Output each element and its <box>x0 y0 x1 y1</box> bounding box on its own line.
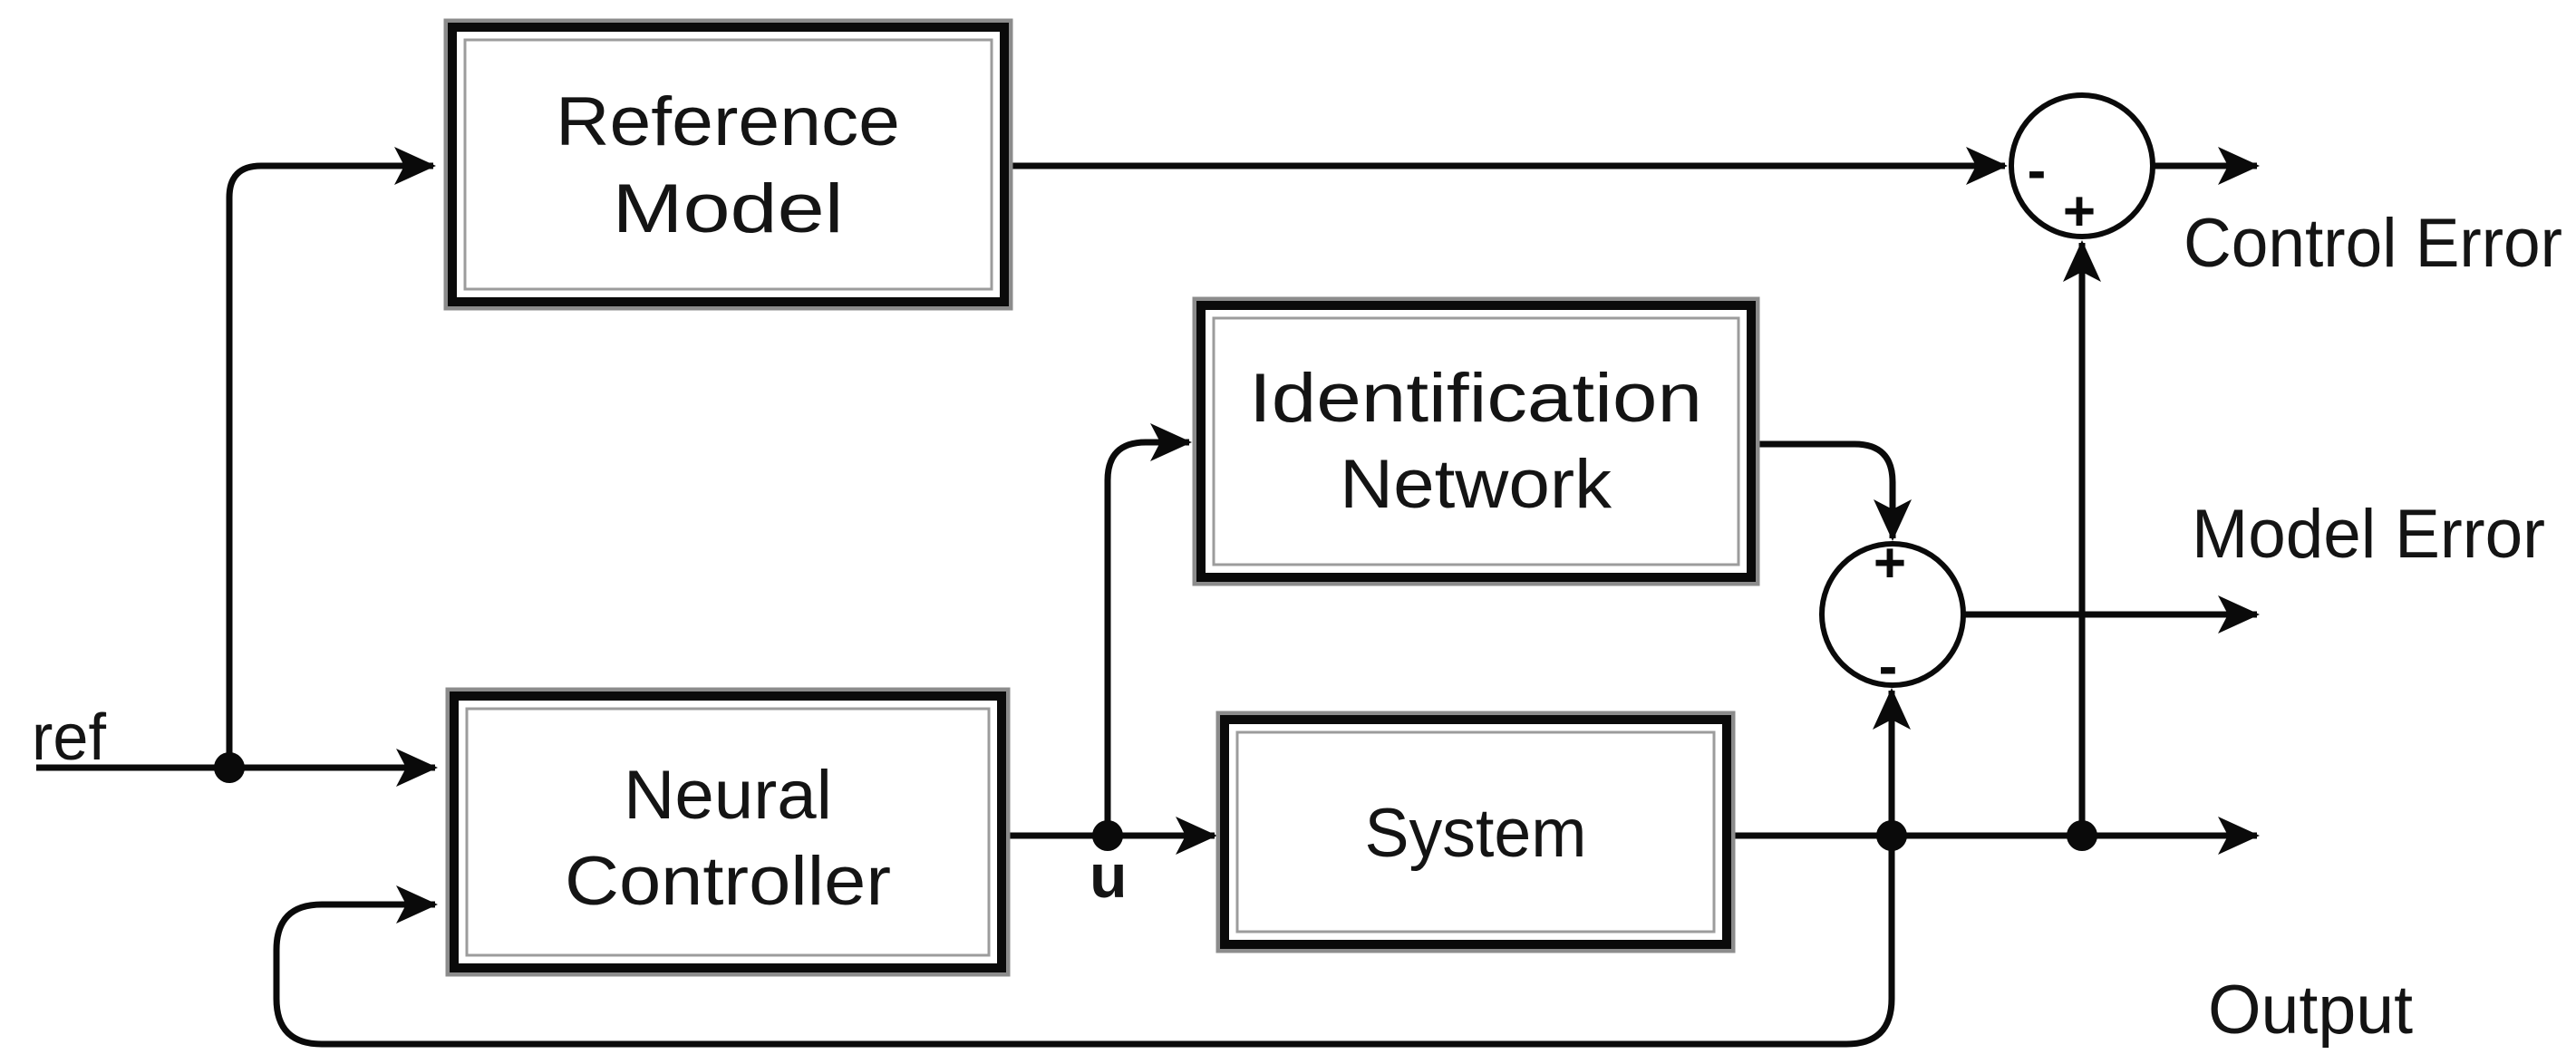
neural-controller-label-line1: Neural <box>624 757 832 834</box>
system-label: System <box>1365 795 1587 872</box>
output-label-control-error: Control Error <box>2184 205 2562 282</box>
identification-network-box <box>1196 301 1756 582</box>
system-inner-line <box>1235 730 1716 933</box>
control-error-sum-left-sign: - <box>2028 140 2047 202</box>
connector-feedback-to-controller <box>273 836 1895 1048</box>
summing-junction-control-error: - + <box>2009 92 2155 243</box>
output-label-output: Output <box>2208 972 2413 1049</box>
reference-model-outline <box>443 18 1013 311</box>
identification-network-inner-line <box>1212 316 1740 566</box>
summing-junction-model-error: + - <box>1819 532 1966 698</box>
identification-network-label-line2: Network <box>1340 446 1612 523</box>
identification-network-outline <box>1192 296 1760 586</box>
connector-ref-to-reference-model <box>226 147 436 768</box>
reference-model-label-line1: Reference <box>556 83 900 160</box>
model-error-sum-circle <box>1819 541 1966 688</box>
system-outline <box>1215 711 1736 953</box>
signal-label-u: u <box>1089 842 1128 911</box>
connector-identification-network-to-model-sum <box>1756 440 1912 541</box>
model-error-sum-bottom-sign: - <box>1879 635 1898 698</box>
signal-label-ref: ref <box>32 701 107 774</box>
neural-controller-box <box>450 692 1006 972</box>
junction-dot-output-left <box>1876 820 1907 851</box>
model-error-sum-top-sign: + <box>1874 532 1906 595</box>
block-system: System <box>1215 711 1736 953</box>
neural-controller-outline <box>445 687 1011 977</box>
junction-dot-output-right <box>2067 820 2097 851</box>
connector-u-to-identification-network <box>1104 423 1192 836</box>
output-label-model-error: Model Error <box>2192 496 2545 573</box>
system-box <box>1220 715 1731 949</box>
block-identification-network: Identification Network <box>1192 296 1760 586</box>
identification-network-label-line1: Identification <box>1249 360 1702 437</box>
control-error-sum-circle <box>2009 92 2155 239</box>
block-reference-model: Reference Model <box>443 18 1013 311</box>
junction-dot-ref <box>214 752 245 783</box>
block-neural-controller: Neural Controller <box>445 687 1011 977</box>
neural-controller-inner-line <box>465 707 991 957</box>
reference-model-box <box>448 23 1009 306</box>
neural-controller-label-line2: Controller <box>565 843 891 920</box>
control-error-sum-bottom-sign: + <box>2063 180 2096 243</box>
reference-model-label-line2: Model <box>613 170 844 247</box>
reference-model-inner-line <box>463 38 993 291</box>
junction-dot-u <box>1092 820 1123 851</box>
